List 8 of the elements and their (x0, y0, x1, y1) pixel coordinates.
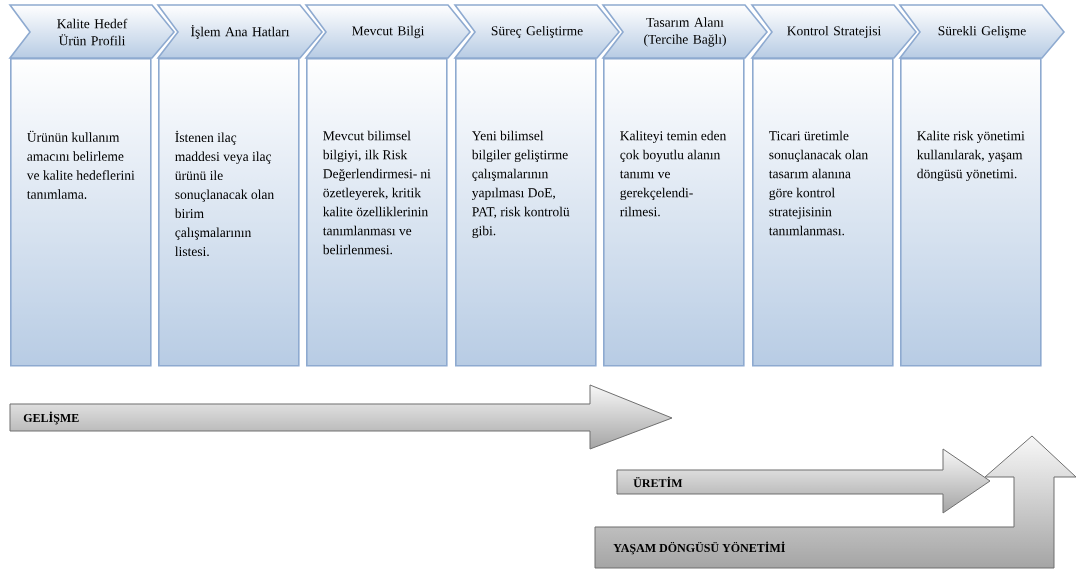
chevron-header: İşlem Ana Hatları (156, 4, 324, 59)
chevron-header: Sürekli Gelişme (898, 4, 1066, 59)
chevron-header: Mevcut Bilgi (304, 4, 472, 59)
chevron-header: Kontrol Stratejisi (750, 4, 918, 59)
arrow-band: GELİŞME (9, 384, 673, 450)
chevron-header: Tasarım Alanı (Tercihe Bağlı) (601, 4, 769, 59)
chevron-header: Süreç Geliştirme (453, 4, 621, 59)
chevron-header: Kalite Hedef Ürün Profili (8, 4, 176, 59)
